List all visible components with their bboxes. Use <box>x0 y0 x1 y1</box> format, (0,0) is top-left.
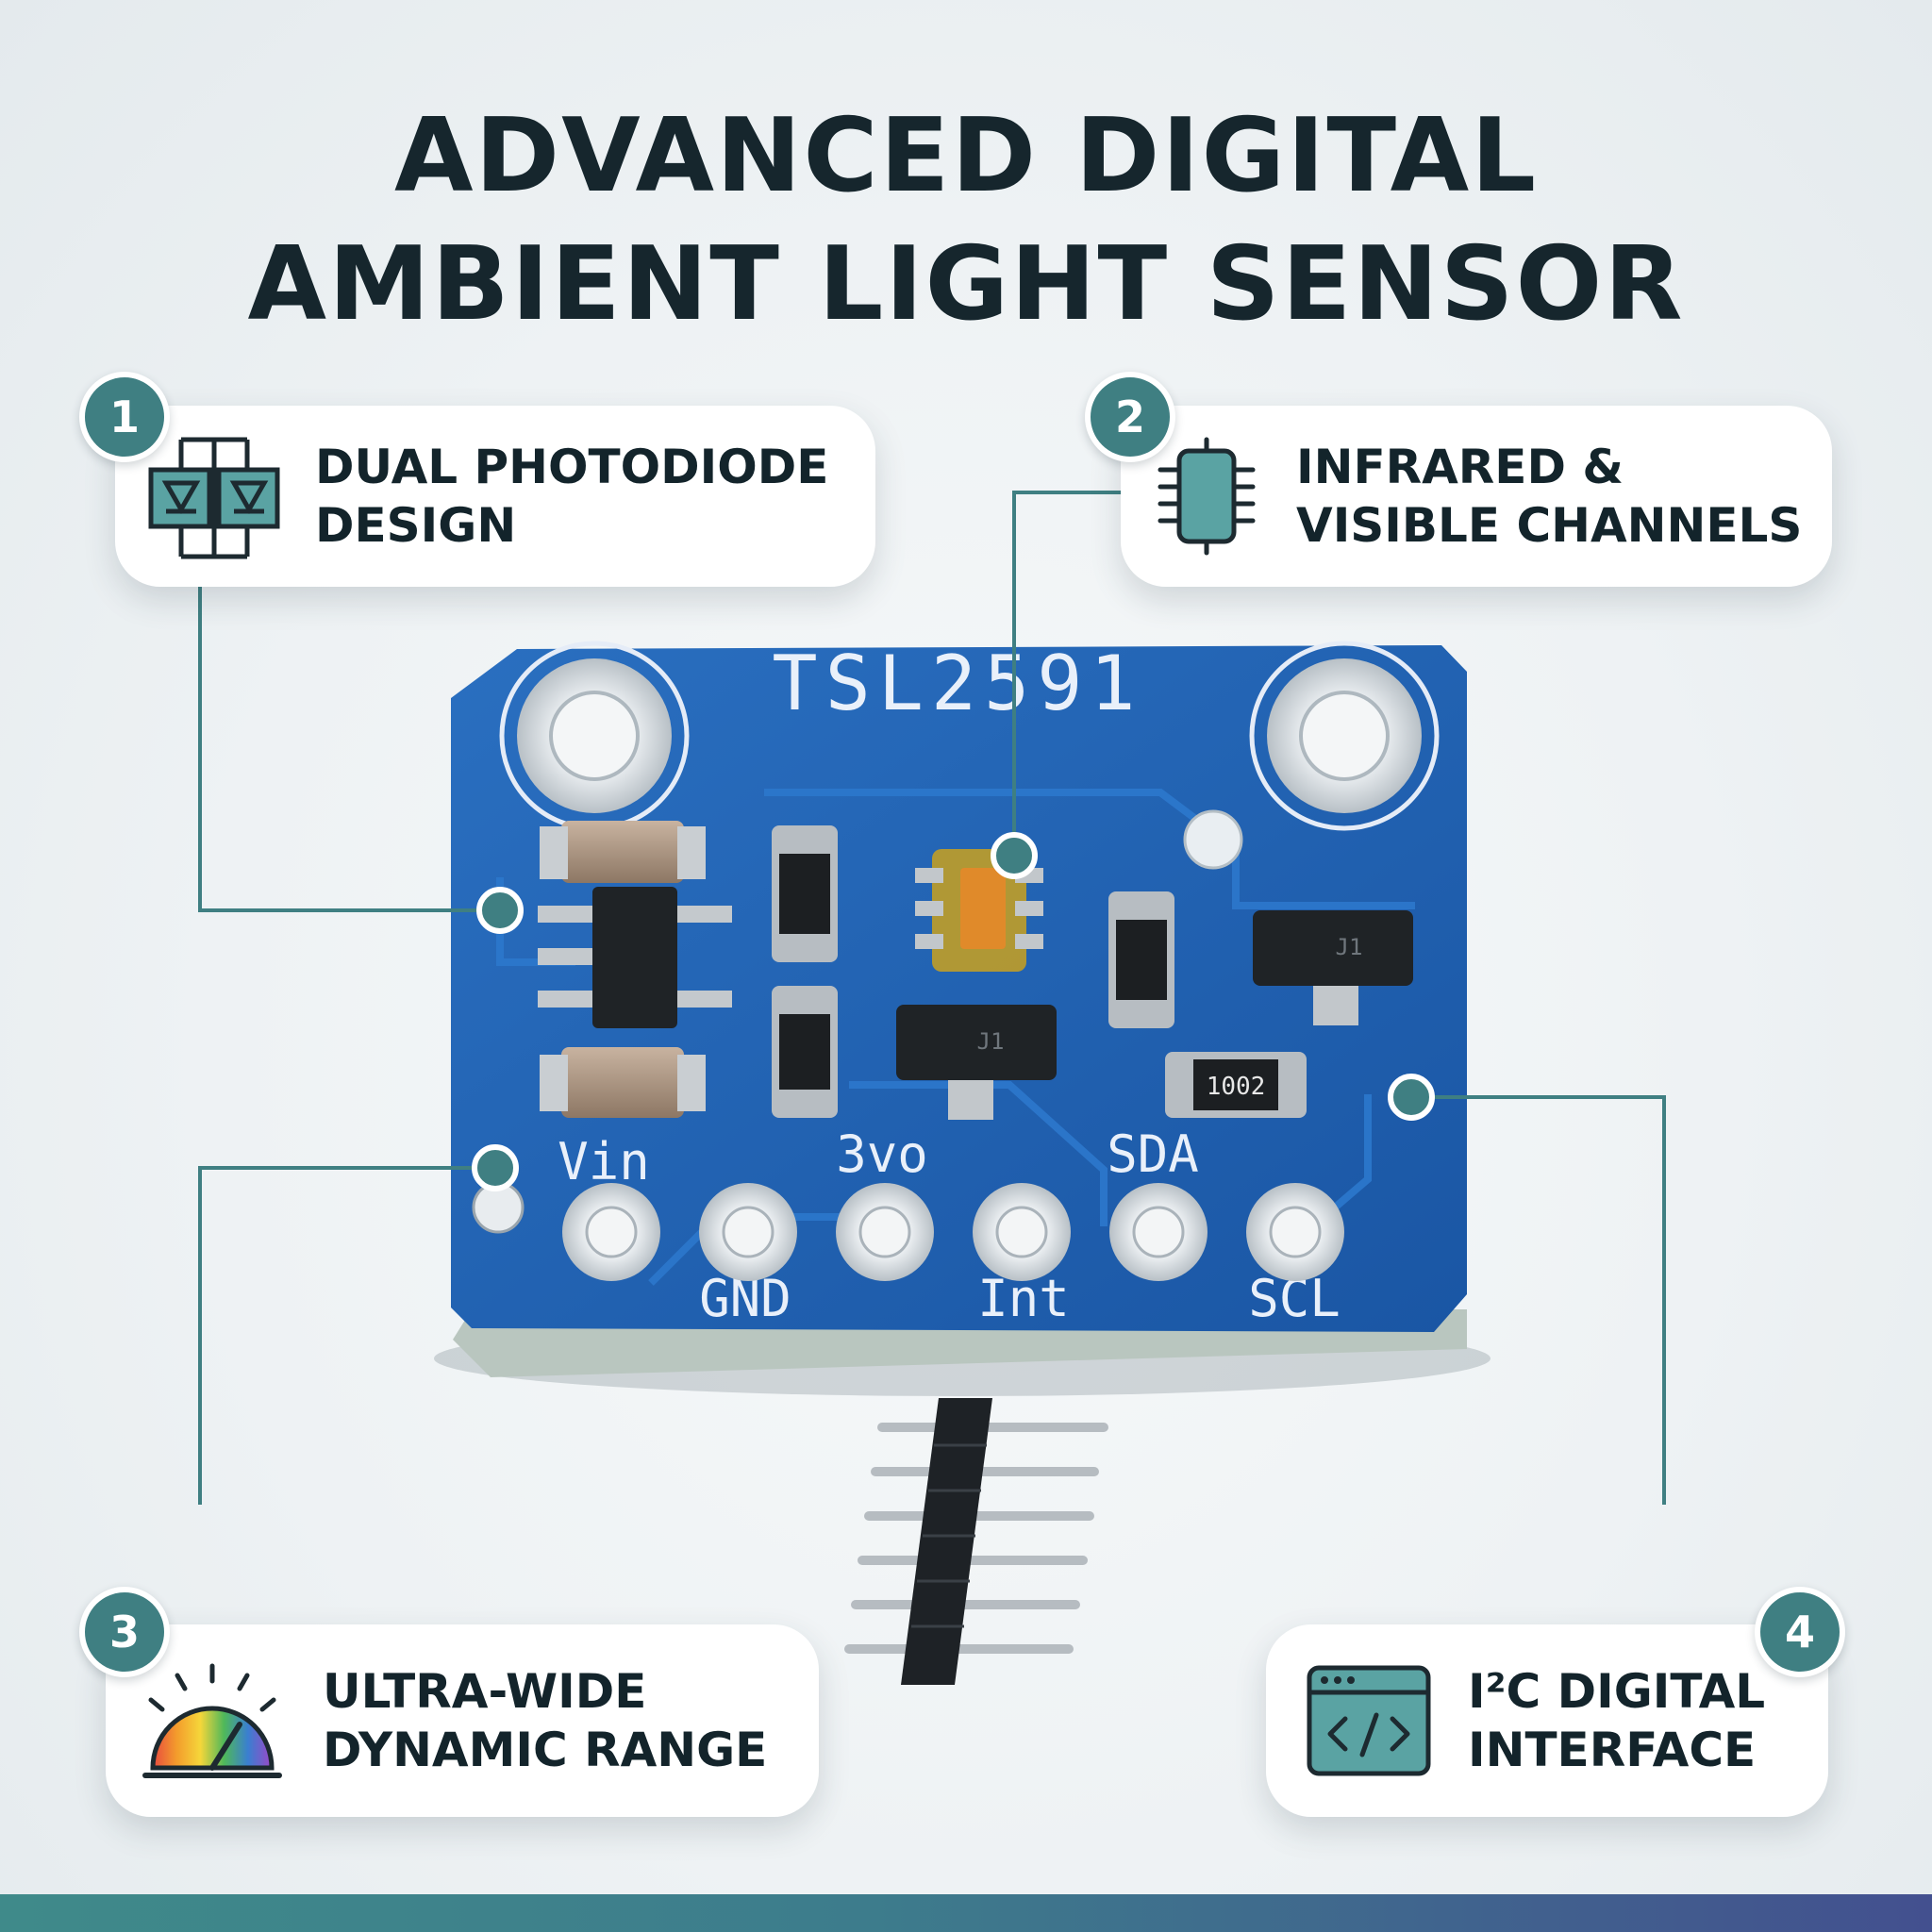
feature-card-3: ULTRA-WIDE DYNAMIC RANGE <box>106 1624 819 1817</box>
feature-card-2: INFRARED & VISIBLE CHANNELS <box>1121 406 1832 587</box>
transistor-2-mark: J1 <box>1336 934 1363 960</box>
leader-lines <box>198 491 1666 1505</box>
feature-2-line-1: INFRARED & <box>1296 440 1624 494</box>
page-title-line-1: ADVANCED DIGITAL <box>393 97 1539 215</box>
tsl2591-sensor-chip <box>915 849 1043 972</box>
transistor-2: J1 <box>1253 910 1413 1025</box>
rainbow-gauge-icon <box>142 1662 283 1783</box>
page-title-line-2: AMBIENT LIGHT SENSOR <box>247 225 1685 343</box>
feature-card-4: I²C DIGITAL INTERFACE <box>1266 1624 1828 1817</box>
left-components <box>538 821 732 1118</box>
resistor-1 <box>772 825 838 962</box>
pin-header-strip <box>844 1398 1108 1685</box>
feature-card-1: DUAL PHOTODIODE DESIGN <box>115 406 875 587</box>
dual-photodiode-icon <box>147 434 281 562</box>
pin-holes <box>472 1181 1344 1281</box>
resistor-2 <box>772 986 838 1118</box>
feature-4-line-1: I²C DIGITAL <box>1468 1664 1766 1719</box>
transistor-1: J1 <box>896 1005 1057 1120</box>
feature-4-badge: 4 <box>1755 1587 1845 1677</box>
transistor-1-mark: J1 <box>977 1028 1005 1055</box>
resistor-4: 1002 <box>1165 1052 1307 1118</box>
feature-1-badge: 1 <box>79 372 170 462</box>
pin-label-vin: Vin <box>558 1132 650 1191</box>
feature-3-line-2: DYNAMIC RANGE <box>323 1723 768 1777</box>
mounting-hole-ring-right <box>1249 641 1440 831</box>
feature-3-line-1: ULTRA-WIDE <box>323 1664 647 1719</box>
pin-label-3vo: 3vo <box>836 1124 928 1184</box>
feature-3-badge: 3 <box>79 1587 170 1677</box>
feature-1-line-1: DUAL PHOTODIODE <box>315 440 829 494</box>
resistor-code-label: 1002 <box>1207 1073 1266 1101</box>
bottom-gradient-bar <box>0 1894 1932 1932</box>
code-window-icon <box>1306 1664 1432 1777</box>
board-model-label: TSL2591 <box>772 640 1142 727</box>
leader-dots <box>472 832 1435 1191</box>
feature-4-line-2: INTERFACE <box>1468 1723 1757 1777</box>
pin-label-sda: SDA <box>1107 1124 1199 1184</box>
feature-2-line-2: VISIBLE CHANNELS <box>1296 498 1803 553</box>
resistor-3 <box>1108 891 1174 1028</box>
chip-icon <box>1155 436 1258 557</box>
feature-2-badge: 2 <box>1085 372 1175 462</box>
feature-1-line-2: DESIGN <box>315 498 517 553</box>
